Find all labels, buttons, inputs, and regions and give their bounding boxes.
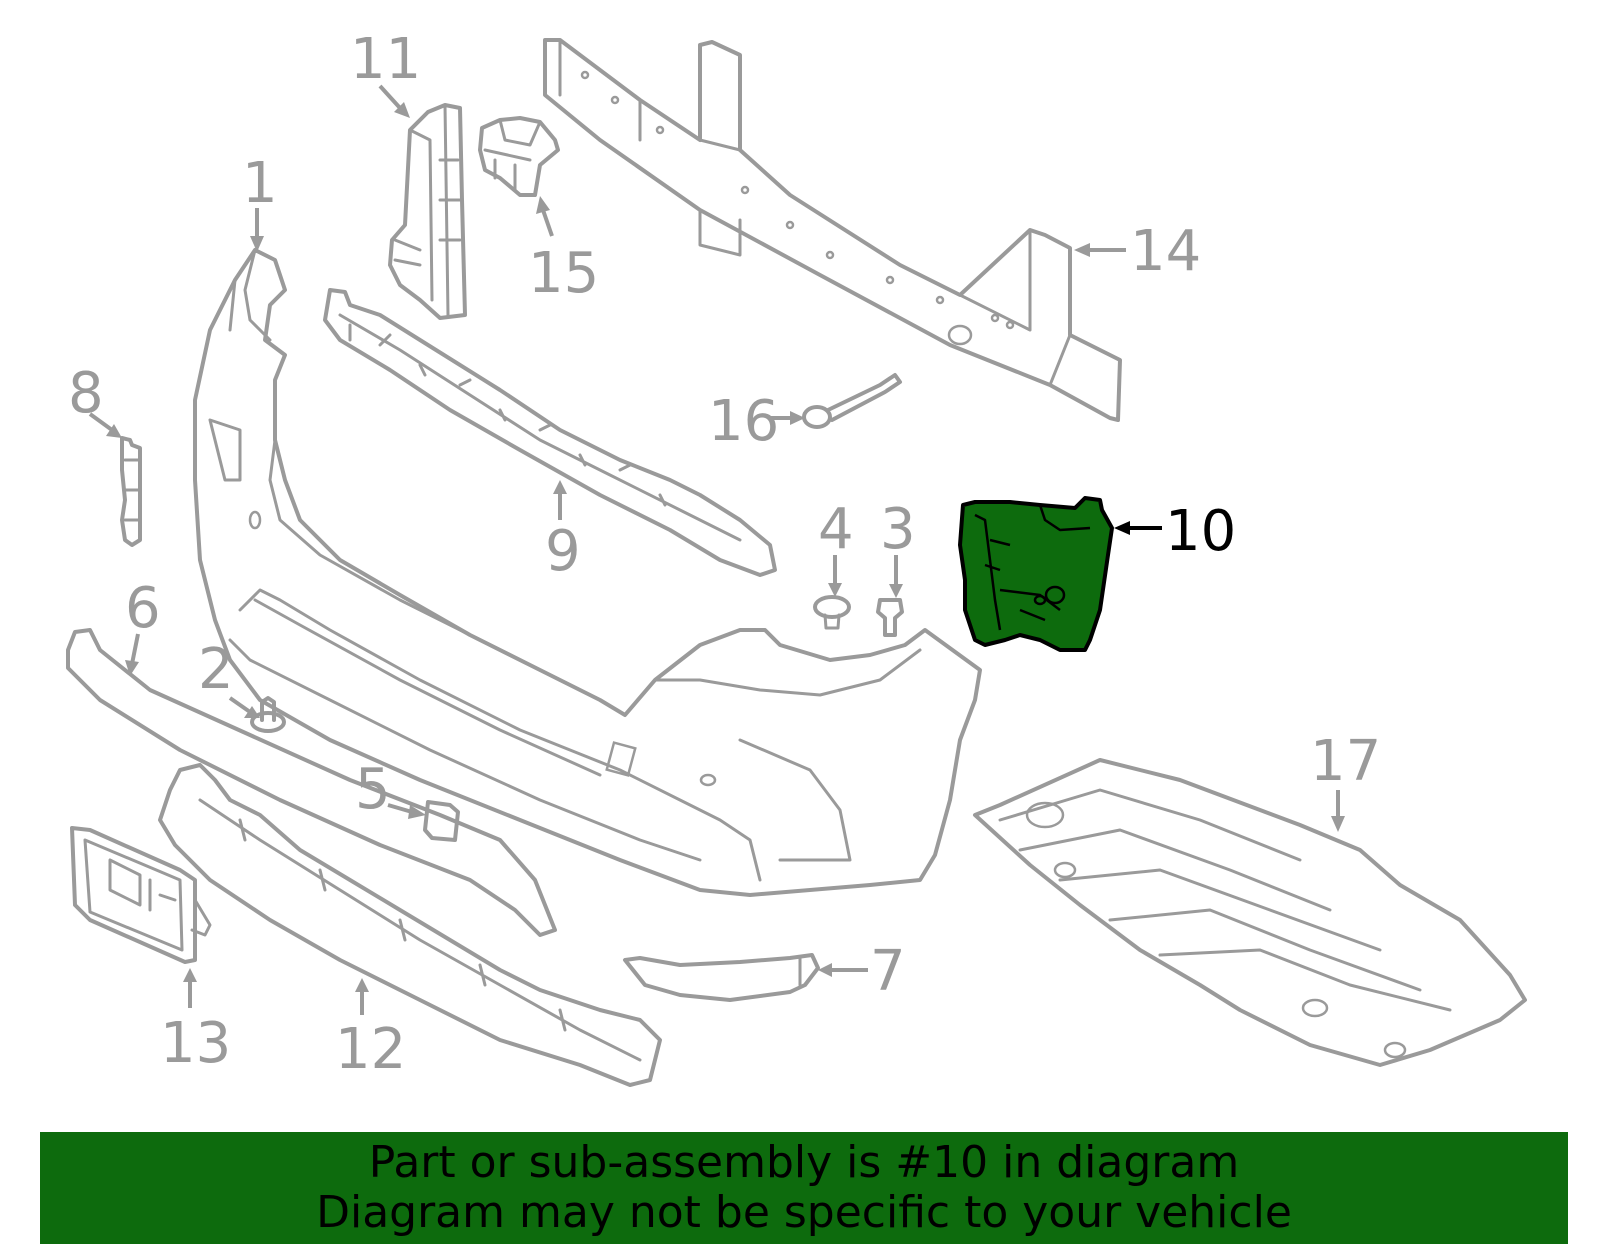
part-9-grille[interactable] [323, 288, 777, 577]
svg-text:8: 8 [68, 361, 104, 426]
svg-text:1: 1 [242, 151, 278, 216]
svg-text:14: 14 [1130, 219, 1201, 284]
svg-text:5: 5 [355, 757, 391, 822]
part-16-tow-hook[interactable] [802, 373, 902, 429]
part-8-bracket[interactable] [120, 436, 142, 547]
callout-6: 6 [125, 576, 161, 676]
callout-2: 2 [198, 637, 260, 718]
svg-text:15: 15 [528, 241, 599, 306]
part-4-clip[interactable] [813, 595, 851, 630]
callout-11: 11 [350, 27, 421, 118]
parts-diagram: 1 2 3 4 5 6 7 8 9 10 [66, 27, 1527, 1087]
callout-13: 13 [160, 968, 231, 1076]
callout-9: 9 [545, 480, 581, 584]
svg-text:17: 17 [1310, 729, 1381, 794]
callout-15: 15 [528, 196, 599, 306]
callout-8: 8 [68, 361, 122, 438]
svg-text:13: 13 [160, 1011, 231, 1076]
part-3-rivet[interactable] [876, 598, 904, 637]
banner-line-1: Part or sub-assembly is #10 in diagram [368, 1137, 1240, 1188]
part-12-lower-reinforcement[interactable] [158, 763, 662, 1087]
svg-text:16: 16 [708, 389, 779, 454]
part-10-highlighted-bracket[interactable] [958, 496, 1114, 652]
part-14-reinforcement-beam[interactable] [543, 38, 1122, 422]
part-6-molding[interactable] [66, 628, 557, 937]
svg-text:6: 6 [125, 576, 161, 641]
svg-text:11: 11 [350, 27, 421, 92]
part-5-cover[interactable] [423, 800, 460, 842]
callout-5: 5 [355, 757, 426, 822]
part-13-plate-bracket[interactable] [70, 826, 212, 964]
callout-16: 16 [708, 389, 805, 454]
callout-3: 3 [880, 497, 916, 598]
banner-line-2: Diagram may not be specific to your vehi… [316, 1187, 1292, 1238]
svg-text:7: 7 [870, 939, 906, 1004]
callout-14: 14 [1074, 219, 1201, 284]
callout-17: 17 [1310, 729, 1381, 832]
part-11-side-bracket[interactable] [388, 103, 467, 320]
callout-12: 12 [335, 978, 406, 1082]
info-banner: Part or sub-assembly is #10 in diagram D… [40, 1132, 1568, 1244]
svg-text:12: 12 [335, 1017, 406, 1082]
svg-text:3: 3 [880, 497, 916, 562]
part-2-clip[interactable] [250, 696, 286, 733]
part-17-under-cover[interactable] [973, 758, 1527, 1067]
svg-text:10: 10 [1165, 499, 1236, 564]
part-7-trim[interactable] [623, 953, 820, 1002]
svg-text:2: 2 [198, 637, 234, 702]
svg-text:4: 4 [818, 497, 854, 562]
svg-text:9: 9 [545, 519, 581, 584]
callout-7: 7 [818, 939, 906, 1004]
callout-1: 1 [242, 151, 278, 252]
callout-10: 10 [1114, 499, 1236, 564]
part-15-bracket[interactable] [478, 116, 560, 197]
part-1-bumper-cover[interactable] [193, 248, 982, 897]
callout-4: 4 [818, 497, 854, 597]
